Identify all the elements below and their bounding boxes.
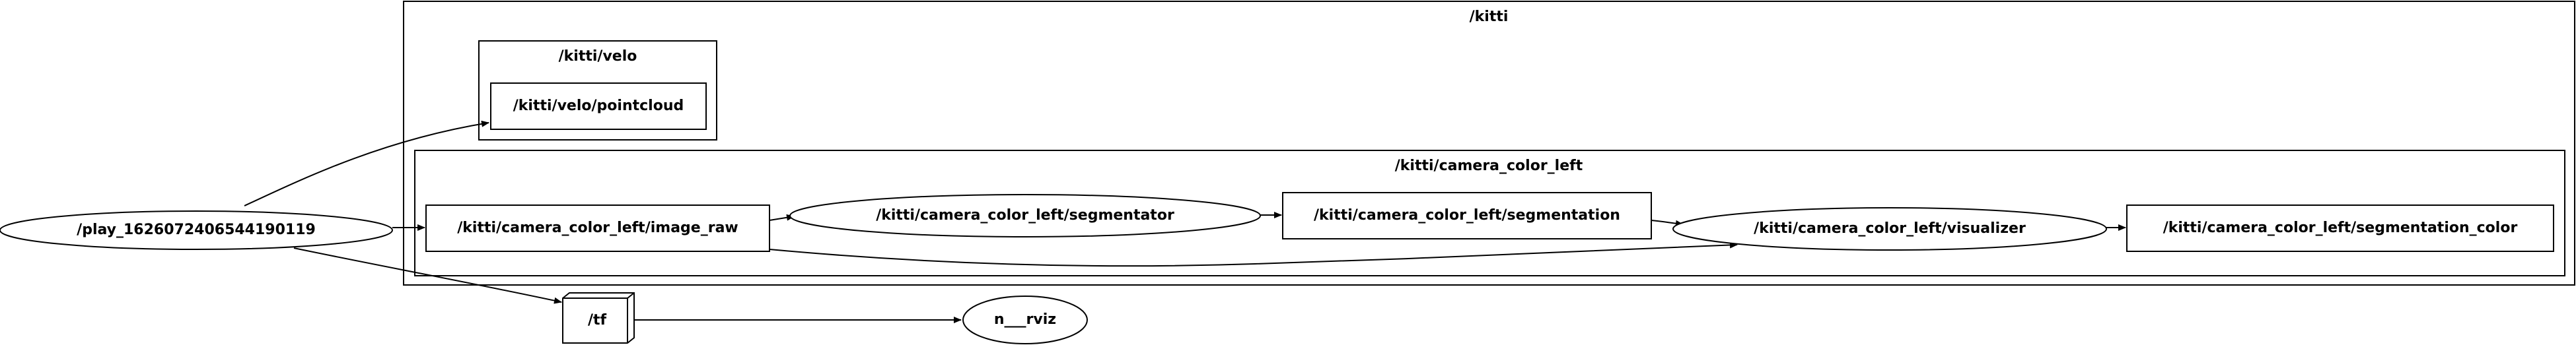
node-play-label: /play_1626072406544190119 — [77, 222, 316, 238]
node-rviz[interactable]: n___rviz — [962, 296, 1088, 344]
topic-segmentation-color[interactable]: /kitti/camera_color_left/segmentation_co… — [2126, 204, 2554, 252]
topic-segmentation-color-label: /kitti/camera_color_left/segmentation_co… — [2163, 220, 2518, 236]
topic-velo-pointcloud-label: /kitti/velo/pointcloud — [513, 98, 684, 114]
edge-play-to-velo-pointcloud — [244, 120, 489, 206]
topic-image-raw-label: /kitti/camera_color_left/image_raw — [457, 220, 738, 236]
node-play[interactable]: /play_1626072406544190119 — [0, 210, 393, 250]
edge-image-raw-to-visualizer — [769, 241, 1738, 267]
cluster-camera-color-left-label: /kitti/camera_color_left — [1395, 158, 1583, 174]
node-visualizer-label: /kitti/camera_color_left/visualizer — [1754, 220, 2026, 237]
node-segmentator[interactable]: /kitti/camera_color_left/segmentator — [789, 194, 1261, 237]
topic-segmentation-label: /kitti/camera_color_left/segmentation — [1314, 207, 1620, 224]
cluster-kitti-label: /kitti — [1470, 9, 1509, 25]
topic-tf[interactable]: /tf — [562, 292, 635, 344]
topic-tf-label: /tf — [588, 312, 607, 329]
edges — [244, 120, 2126, 323]
cluster-kitti-velo: /kitti/velo — [478, 40, 717, 141]
topic-velo-pointcloud[interactable]: /kitti/velo/pointcloud — [490, 82, 707, 130]
node-rviz-label: n___rviz — [994, 311, 1056, 328]
edge-play-to-tf — [293, 247, 562, 304]
cluster-kitti: /kitti — [403, 1, 2575, 286]
cluster-velo-label: /kitti/velo — [559, 48, 637, 65]
topic-image-raw[interactable]: /kitti/camera_color_left/image_raw — [425, 204, 770, 252]
node-segmentator-label: /kitti/camera_color_left/segmentator — [876, 207, 1174, 224]
node-visualizer[interactable]: /kitti/camera_color_left/visualizer — [1672, 207, 2107, 251]
cluster-kitti-camera-color-left: /kitti/camera_color_left — [414, 150, 2565, 276]
topic-segmentation[interactable]: /kitti/camera_color_left/segmentation — [1282, 192, 1652, 239]
